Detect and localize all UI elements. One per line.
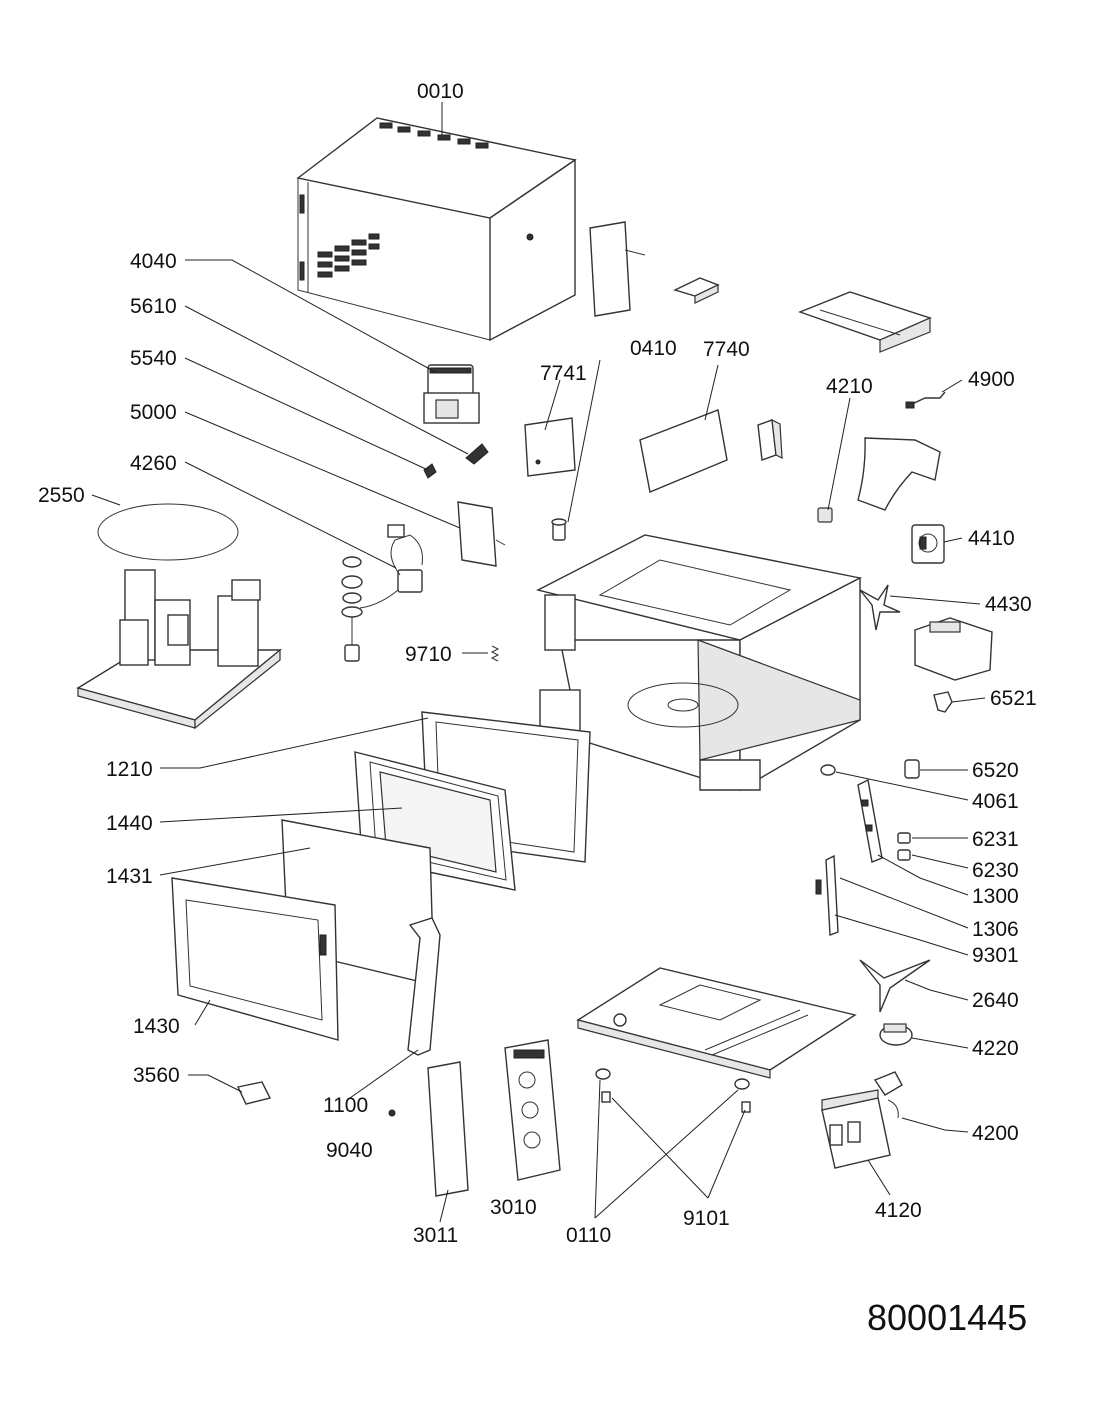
part-main-cavity <box>536 534 863 792</box>
label-1440: 1440 <box>106 812 153 835</box>
part-motor-bracket <box>914 617 993 681</box>
label-9710: 9710 <box>405 643 452 666</box>
label-9101: 9101 <box>683 1207 730 1230</box>
part-3560-part <box>236 1081 272 1105</box>
part-4040-transformer <box>423 364 480 424</box>
label-4040: 4040 <box>130 250 177 273</box>
part-2640-roller-star <box>859 959 931 1013</box>
label-5540: 5540 <box>130 347 177 370</box>
part-air-duct <box>857 437 941 511</box>
part-6521-switch <box>933 691 953 713</box>
part-bolt-stack <box>341 556 363 662</box>
part-4410-motor <box>911 524 945 564</box>
leader-lines <box>91 102 986 1223</box>
part-1300-latch <box>857 778 883 863</box>
part-5610-bracket <box>465 443 489 465</box>
part-7740-plate <box>639 409 728 493</box>
part-5000-board <box>457 501 506 567</box>
label-0110: 0110 <box>566 1224 611 1247</box>
label-5000: 5000 <box>130 401 177 424</box>
label-4120: 4120 <box>875 1199 922 1222</box>
label-5610: 5610 <box>130 295 177 318</box>
document-number: 80001445 <box>867 1297 1027 1338</box>
part-1100-handle <box>407 917 441 1056</box>
part-4200-clip <box>873 1071 903 1119</box>
part-5540-clip <box>423 463 437 479</box>
label-0010: 0010 <box>417 80 464 103</box>
part-6230-switch <box>897 849 911 861</box>
label-7741: 7741 <box>540 362 587 385</box>
label-9040: 9040 <box>326 1139 373 1162</box>
label-4200: 4200 <box>972 1122 1019 1145</box>
label-6230: 6230 <box>972 859 1019 882</box>
part-4061-washer <box>820 764 836 776</box>
label-6520: 6520 <box>972 759 1019 782</box>
label-1306: 1306 <box>972 918 1019 941</box>
part-long-bar <box>798 291 932 353</box>
label-4220: 4220 <box>972 1037 1019 1060</box>
part-7741-card <box>524 417 576 477</box>
part-4900-connector <box>905 391 946 409</box>
label-4260: 4260 <box>130 452 177 475</box>
part-4210-switch <box>817 507 833 523</box>
part-0010-cabinet <box>296 117 577 342</box>
label-1210: 1210 <box>106 758 153 781</box>
label-3011: 3011 <box>413 1224 458 1247</box>
label-2640: 2640 <box>972 989 1019 1012</box>
part-1430-door <box>171 877 339 1041</box>
part-6520-switch <box>904 759 920 779</box>
label-3560: 3560 <box>133 1064 180 1087</box>
label-6231: 6231 <box>972 828 1019 851</box>
part-9040-screw <box>388 1109 396 1117</box>
part-3011-panel <box>427 1061 469 1197</box>
part-4260-harness <box>359 524 423 609</box>
label-4061: 4061 <box>972 790 1019 813</box>
label-4410: 4410 <box>968 527 1015 550</box>
part-1306-lever <box>815 854 839 936</box>
label-2550: 2550 <box>38 484 85 507</box>
label-4210: 4210 <box>826 375 873 398</box>
part-labels: 0010 4040 5610 5540 5000 4260 2550 7741 … <box>38 80 1037 1338</box>
label-1431: 1431 <box>106 865 153 888</box>
part-0410-bolt <box>551 518 567 541</box>
label-9301: 9301 <box>972 944 1019 967</box>
part-0110-feet <box>595 1068 750 1090</box>
label-3010: 3010 <box>490 1196 537 1219</box>
part-3010-control-panel <box>504 1039 561 1181</box>
label-1300: 1300 <box>972 885 1019 908</box>
part-6231-switch <box>897 832 911 844</box>
part-side-panel <box>589 221 646 317</box>
label-4900: 4900 <box>968 368 1015 391</box>
label-7740: 7740 <box>703 338 750 361</box>
part-base-stand <box>76 569 282 730</box>
part-9101-pins <box>601 1091 751 1113</box>
label-4430: 4430 <box>985 593 1032 616</box>
part-small-bracket <box>673 277 720 304</box>
label-1100: 1100 <box>323 1094 368 1117</box>
part-4430-fan <box>859 584 901 631</box>
part-9710-spring <box>490 645 500 662</box>
part-small-block <box>757 418 783 461</box>
part-4120-transformer <box>821 1089 891 1169</box>
label-6521: 6521 <box>990 687 1037 710</box>
part-2550-ring <box>97 503 239 561</box>
label-1430: 1430 <box>133 1015 180 1038</box>
part-base-tray <box>576 967 857 1079</box>
label-0410: 0410 <box>630 337 677 360</box>
part-4220-motor <box>879 1023 913 1046</box>
